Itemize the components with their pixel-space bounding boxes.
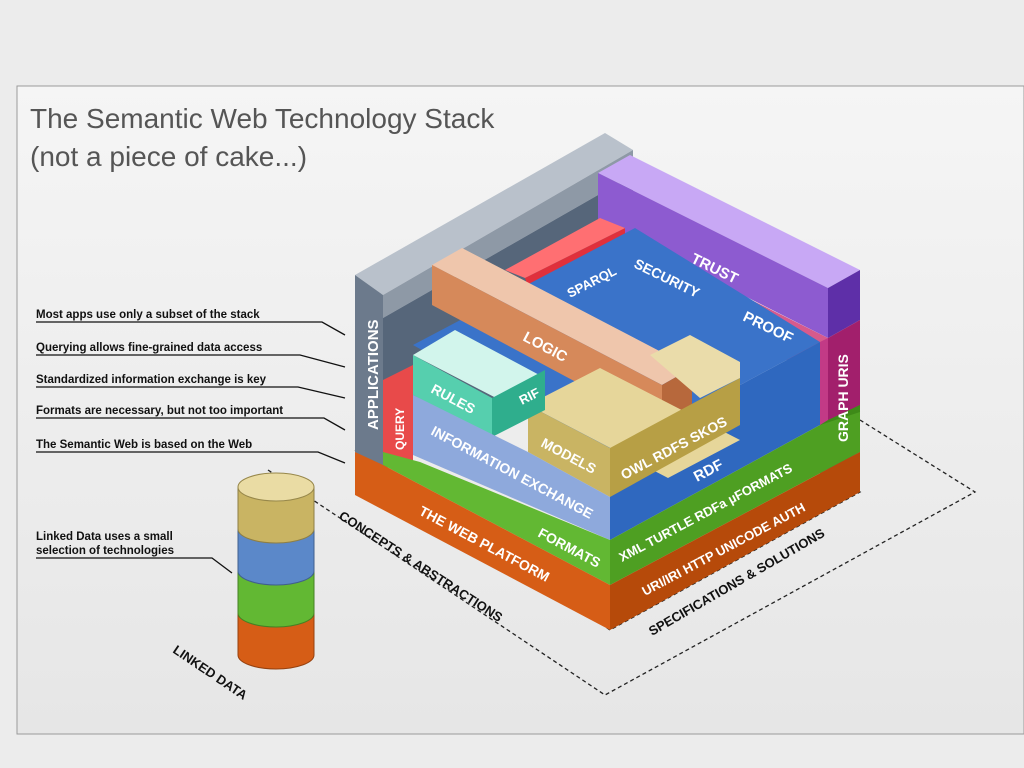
cylinder-layer — [237, 528, 315, 586]
trust-top — [598, 155, 860, 288]
title-line-1: The Semantic Web Technology Stack — [30, 103, 495, 134]
annotation-item: Standardized information exchange is key — [36, 374, 267, 386]
back-wall-top-edge — [355, 133, 633, 295]
linked-data-cylinder — [237, 472, 315, 670]
information-exchange-block — [413, 395, 610, 540]
logic-top — [432, 248, 692, 385]
annotation-item: Querying allows fine-grained data access — [36, 342, 262, 354]
formats-block — [383, 452, 610, 585]
applications-label: APPLICATIONS — [365, 319, 382, 430]
cylinder-layer — [237, 570, 315, 628]
cylinder-layer — [237, 612, 315, 670]
annotation-item: The Semantic Web is based on the Web — [36, 439, 252, 451]
floor-outline — [267, 419, 977, 696]
linked-data-note-line-1: Linked Data uses a small — [36, 531, 173, 543]
cylinder-top-cap — [237, 472, 315, 502]
xml-block — [610, 405, 860, 585]
web-platform-block — [355, 452, 610, 630]
uri-block — [610, 452, 860, 630]
annotation-item: Formats are necessary, but not too impor… — [36, 405, 283, 417]
title-line-2: (not a piece of cake...) — [30, 141, 307, 172]
cylinder-layer — [237, 486, 315, 544]
annotation-list: Most apps use only a subset of the stack… — [36, 309, 346, 464]
rules-block — [413, 355, 492, 437]
owl-block — [610, 378, 740, 497]
trust-block — [598, 173, 828, 338]
applications-pillar — [355, 275, 383, 470]
graph-uris-label: GRAPH URIS — [835, 354, 851, 442]
rules-top — [413, 330, 545, 400]
linked-data-note-line-2: selection of technologies — [36, 545, 174, 557]
rif-block — [492, 370, 545, 437]
query-label: QUERY — [393, 408, 407, 450]
models-block — [528, 405, 610, 497]
query-block — [383, 365, 413, 468]
annotation-item: Most apps use only a subset of the stack — [36, 309, 260, 321]
